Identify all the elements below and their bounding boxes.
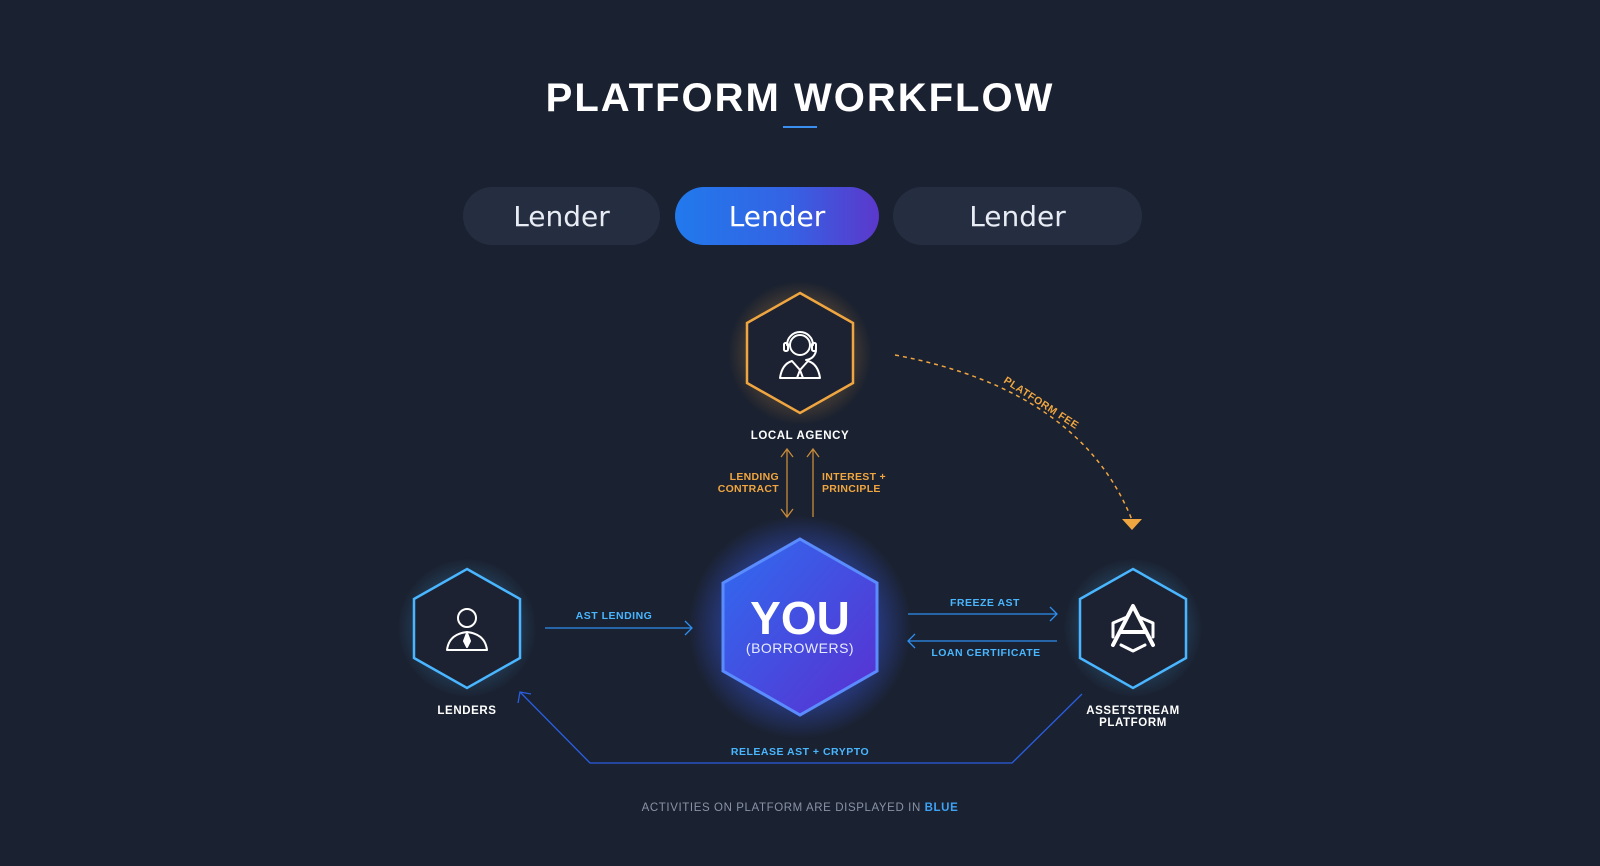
- interest-principle-arrow: [806, 447, 820, 517]
- release-label: RELEASE AST + CRYPTO: [731, 746, 869, 758]
- tab-lender-2-active[interactable]: Lender: [675, 187, 879, 245]
- borrowers-label: (BORROWERS): [746, 640, 854, 656]
- freeze-ast-arrow: [908, 606, 1058, 622]
- lenders-node: [397, 558, 537, 698]
- assetstream-label-2: PLATFORM: [1099, 717, 1167, 729]
- interest-principle-label-2: PRINCIPLE: [822, 483, 881, 495]
- assetstream-node: [1063, 558, 1203, 698]
- agent-headset-icon: [779, 331, 821, 379]
- assetstream-label-1: ASSETSTREAM: [1086, 705, 1180, 717]
- interest-principle-label-1: INTEREST +: [822, 471, 886, 483]
- ast-lending-label: AST LENDING: [576, 610, 653, 622]
- ast-lending-arrow: [545, 620, 693, 636]
- assetstream-logo-icon: [1111, 604, 1155, 653]
- title-underline: [783, 126, 817, 128]
- lending-contract-label-2: CONTRACT: [718, 483, 780, 495]
- page-title: PLATFORM WORKFLOW: [545, 76, 1055, 120]
- loan-certificate-label: LOAN CERTIFICATE: [931, 647, 1040, 659]
- you-label: YOU: [750, 592, 850, 644]
- you-borrowers-node: [688, 515, 912, 739]
- lending-contract-label-1: LENDING: [730, 471, 779, 483]
- local-agency-label: LOCAL AGENCY: [751, 430, 850, 442]
- footer-highlight: BLUE: [924, 802, 959, 814]
- businessman-icon: [446, 608, 488, 651]
- release-ast-crypto-arrow: [517, 691, 1083, 764]
- local-agency-node: [728, 281, 872, 425]
- footer-text: ACTIVITIES ON PLATFORM ARE DISPLAYED IN: [641, 802, 921, 814]
- lending-contract-arrow: [780, 447, 794, 519]
- tab-lender-3[interactable]: Lender: [893, 187, 1142, 245]
- tab-lender-1[interactable]: Lender: [463, 187, 660, 245]
- loan-certificate-arrow: [907, 633, 1057, 649]
- platform-fee-arrow: [894, 354, 1142, 530]
- footer-note: ACTIVITIES ON PLATFORM ARE DISPLAYED IN …: [0, 802, 1600, 814]
- lenders-label: LENDERS: [437, 705, 496, 717]
- freeze-ast-label: FREEZE AST: [950, 597, 1020, 609]
- tab-bar: Lender Lender Lender: [0, 187, 1600, 245]
- platform-fee-label: PLATFORM FEE: [1001, 374, 1080, 431]
